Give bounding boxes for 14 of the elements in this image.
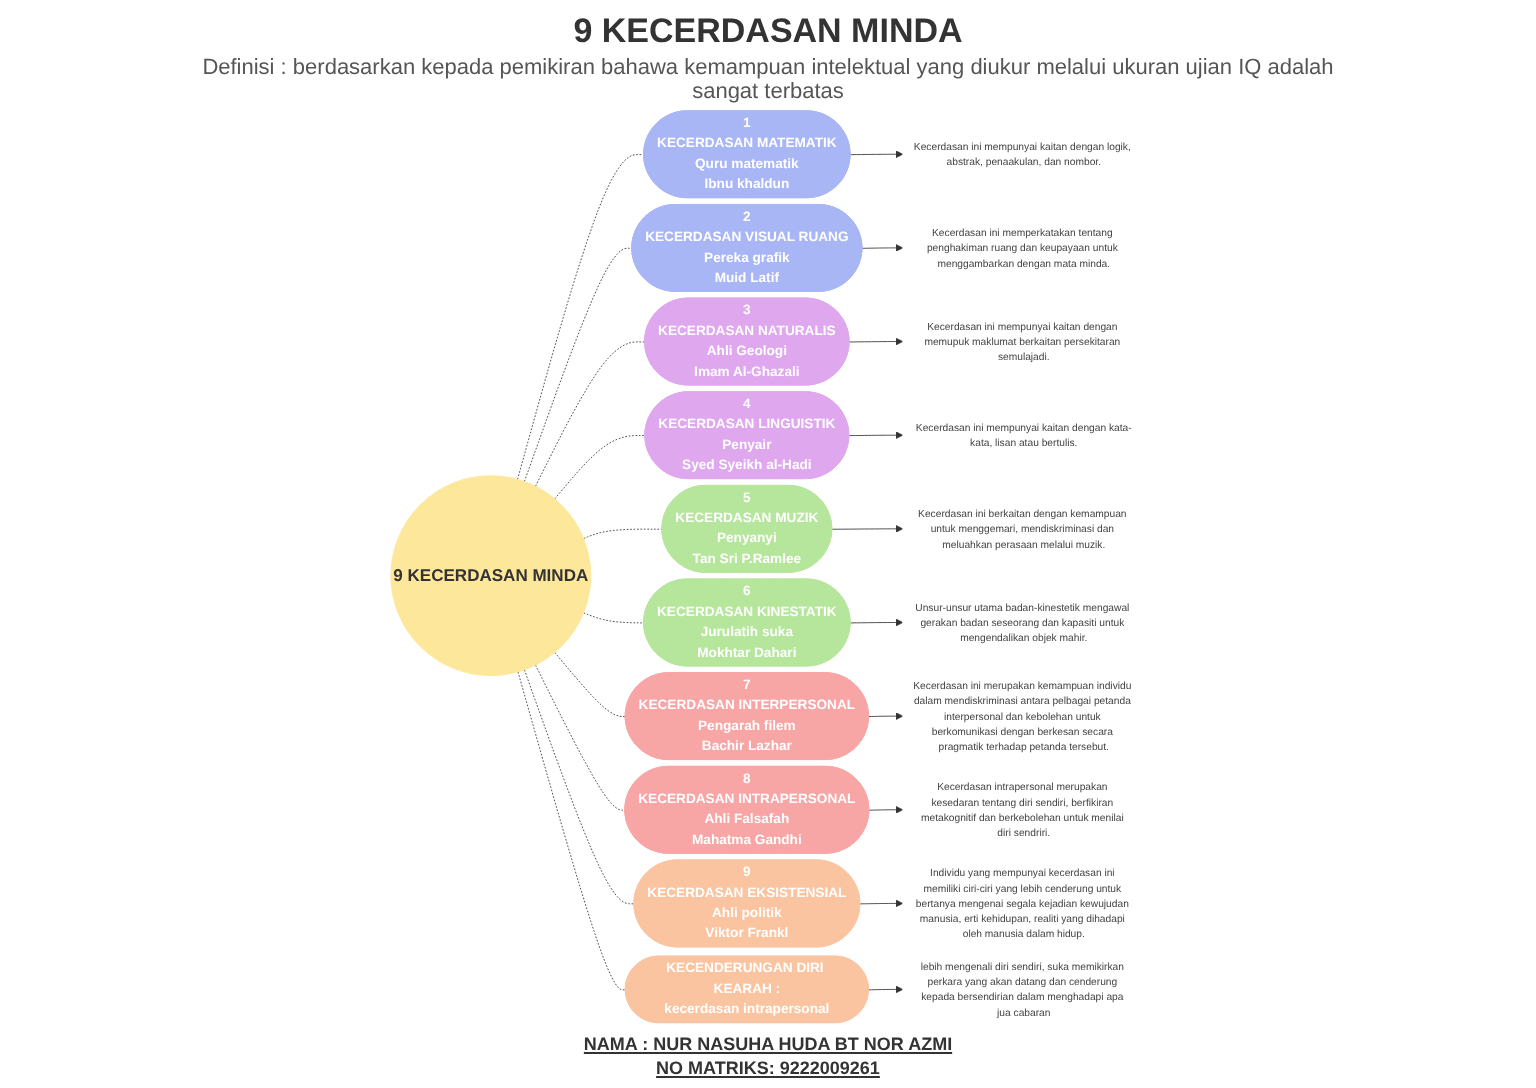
diagram-title: 9 KECERDASAN MINDA — [573, 12, 963, 52]
connector — [517, 671, 627, 991]
connector — [535, 341, 646, 487]
connector — [535, 664, 626, 811]
connector — [583, 528, 664, 539]
connector — [554, 435, 646, 500]
node-circle: 9 KECERDASAN MINDA — [390, 475, 592, 677]
connector — [524, 247, 633, 482]
student-number: NO MATRIKS: 9222009261 — [656, 1058, 880, 1078]
definition-text: Definisi : berdasarkan kepada pemikiran bahawa kemampuan intelektual yang diukur melalui ukuran ujian IQ adalah sangat terbatas — [200, 56, 1336, 104]
student-name: NAMA : NUR NASUHA HUDA BT NOR AZMI — [583, 1034, 953, 1054]
connector — [554, 652, 627, 717]
connector — [583, 612, 645, 624]
connector — [517, 154, 645, 480]
